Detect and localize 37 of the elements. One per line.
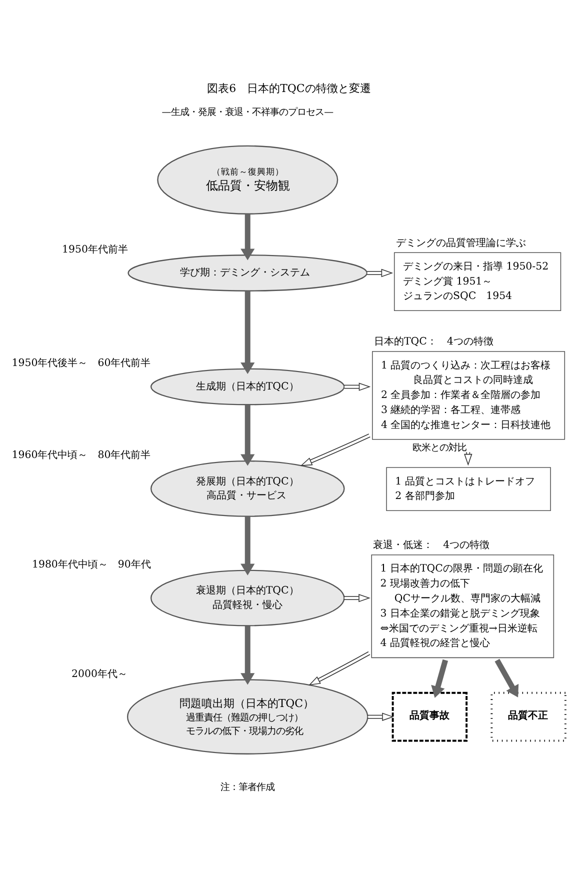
node-box: 1 品質とコストはトレードオフ 2 各部門参加 [386,467,551,512]
arrow [240,516,255,576]
arrow [240,290,255,374]
arrow [344,594,370,602]
edge-label: 欧米との対比 [412,442,466,454]
arrow [240,404,255,466]
node-label: 1950年代後半～ 60年代前半 [12,358,151,370]
label: 注：筆者作成 [220,782,275,794]
node-ellipse: 学び期：デミング・システム [128,254,368,292]
node-label: 2000年代～ [72,668,128,680]
node-ellipse: 生成期（日本的TQC） [150,368,345,406]
node-box: 1 品質のつくり込み：次工程はお客様 良品質とコストの同時達成 2 全員参加：作業者＆全階層の参加 3 継続的学習：各工程、連帯感 4 全国的な推進センター：日科技連他 [372,351,566,440]
node-ellipse: 問題噴出期（日本的TQC） 過重責任（難題の押しつけ） モラルの低下・現場力の劣化 [127,679,368,754]
node-box: 1 日本的TQCの限界・問題の顕在化 2 現場改善力の低下 QCサークル数、専門家の大幅減 3 日本企業の錯覚と脱デミング現象 ⇔米国でのデミング重視→日米逆転 4 品質軽視の経営と慢心 [371,554,554,658]
node-label: 衰退・低迷： 4つの特徴 [373,540,490,552]
arrow [240,626,255,685]
arrow [494,658,519,698]
arrow [240,214,255,260]
node-box: デミングの来日・指導 1950-52 デミング賞 1951～ ジュランのSQC 1954 [394,252,562,312]
arrow [367,712,394,721]
node-label: 1980年代中頃～ 90年代 [32,559,151,570]
label: —生成・発展・衰退・不祥事のプロセス— [162,106,334,118]
node-label: 1960年代中頃～ 80年代前半 [12,450,151,462]
diagram-title: 図表6 日本的TQCの特徴と変遷 [207,82,371,96]
node-ellipse: （戦前～復興期） 低品質・安物観 [157,145,338,214]
node-ellipse: 発展期（日本的TQC） 高品質・サービス [150,460,345,517]
node-label: 1950年代前半 [62,244,128,256]
arrow [344,382,371,391]
node-label: 日本的TQC： 4つの特徴 [374,336,494,348]
node-box: 品質事故 [392,692,468,742]
arrow [308,651,370,686]
node-ellipse: 衰退期（日本的TQC） 品質軽視・慢心 [150,570,345,626]
arrow [366,268,394,278]
arrow [431,659,448,698]
node-box: 品質不正 [490,692,566,742]
arrow [300,434,371,466]
node-label: デミングの品質管理論に学ぶ [396,238,526,249]
